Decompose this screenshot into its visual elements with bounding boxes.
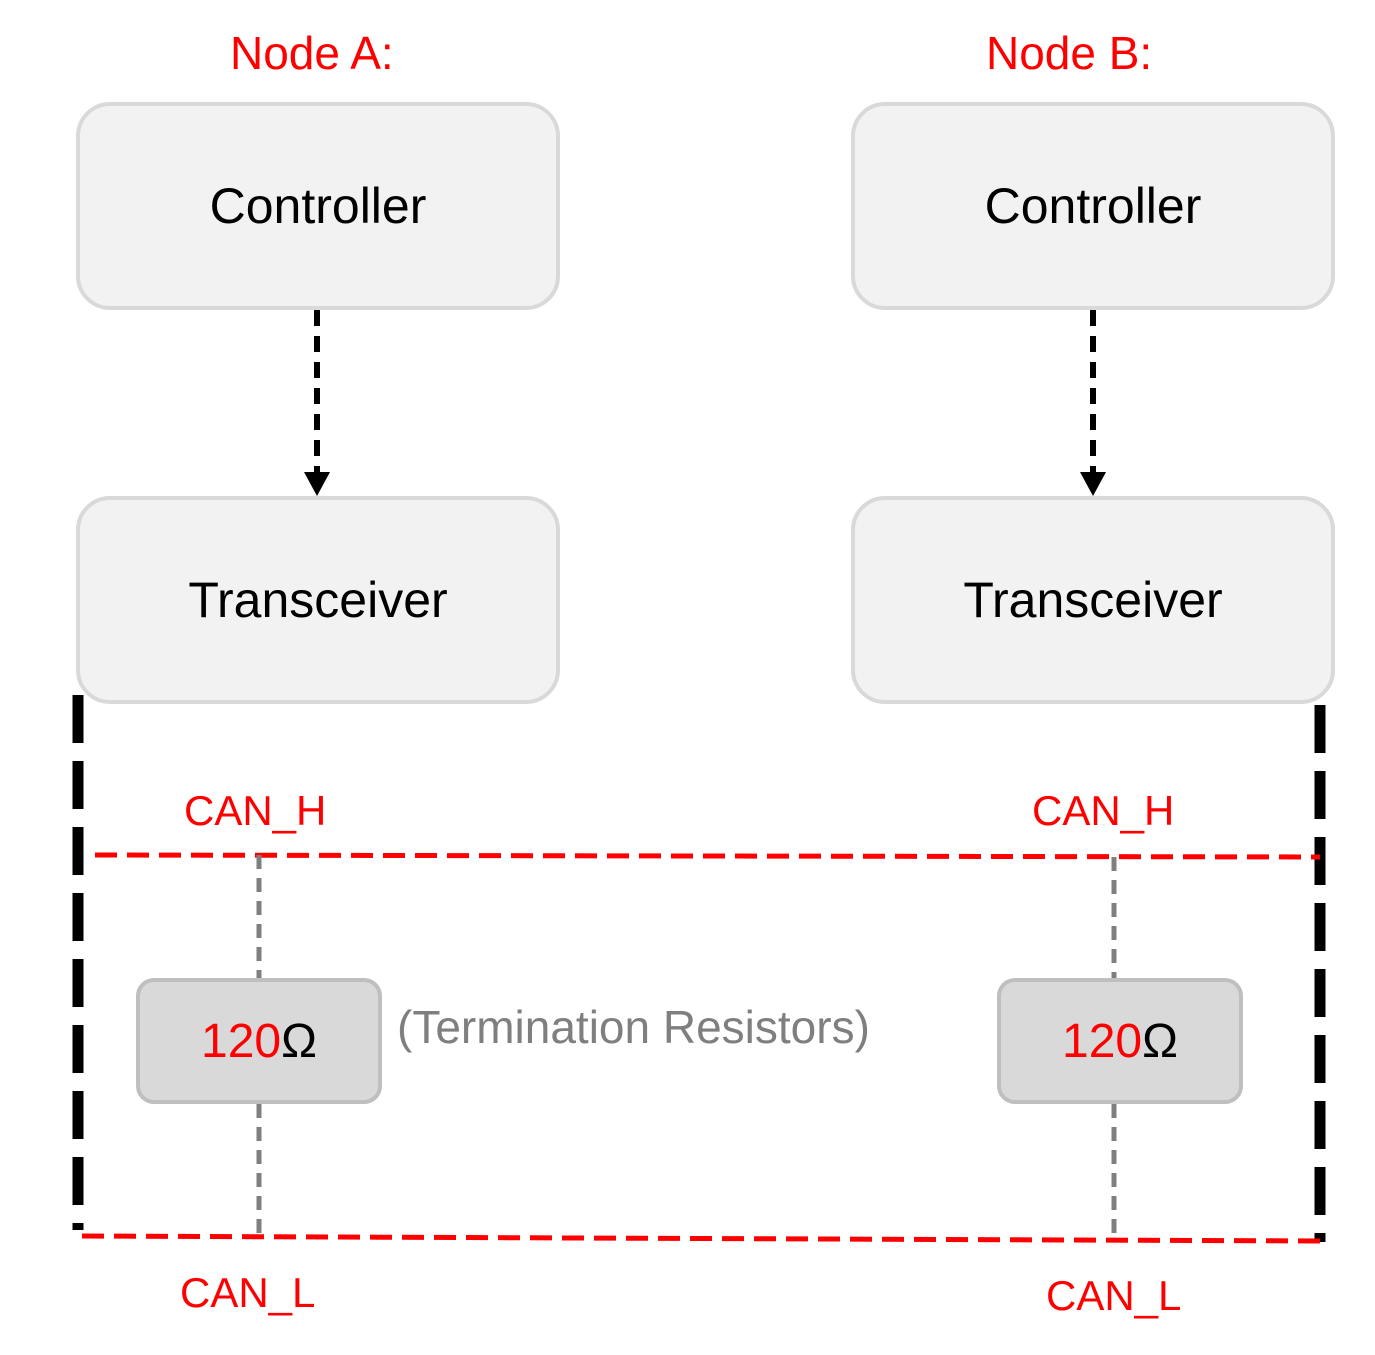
arrow-controller-to-transceiver-a: [304, 310, 330, 496]
can-l-bus-line: [81, 1233, 1321, 1244]
node-a-transceiver-label: Transceiver: [188, 572, 448, 628]
node-b-transceiver-box: Transceiver: [851, 496, 1335, 704]
termination-resistors-note: (Termination Resistors): [397, 1001, 870, 1053]
resistor-a-value: 120: [201, 1014, 282, 1068]
node-b-can-h-label: CAN_H: [1032, 787, 1175, 834]
resistor-b-value: 120: [1062, 1014, 1143, 1068]
resistor-b-unit: Ω: [1142, 1014, 1178, 1068]
can-h-bus-line: [94, 852, 1321, 860]
node-b-transceiver-label: Transceiver: [963, 572, 1223, 628]
node-a-controller-label: Controller: [209, 178, 427, 234]
node-a-title: Node A:: [230, 27, 394, 79]
node-a-can-l-label: CAN_L: [180, 1269, 316, 1316]
node-b-controller-label: Controller: [984, 178, 1202, 234]
node-b-controller-box: Controller: [851, 102, 1335, 310]
node-a-controller-box: Controller: [76, 102, 560, 310]
node-a-can-h-label: CAN_H: [184, 787, 327, 834]
node-b-can-l-label: CAN_L: [1046, 1272, 1182, 1319]
arrow-controller-to-transceiver-b: [1080, 310, 1106, 496]
node-b-title: Node B:: [986, 27, 1153, 79]
node-a-transceiver-box: Transceiver: [76, 496, 560, 704]
resistor-a-unit: Ω: [281, 1014, 317, 1068]
